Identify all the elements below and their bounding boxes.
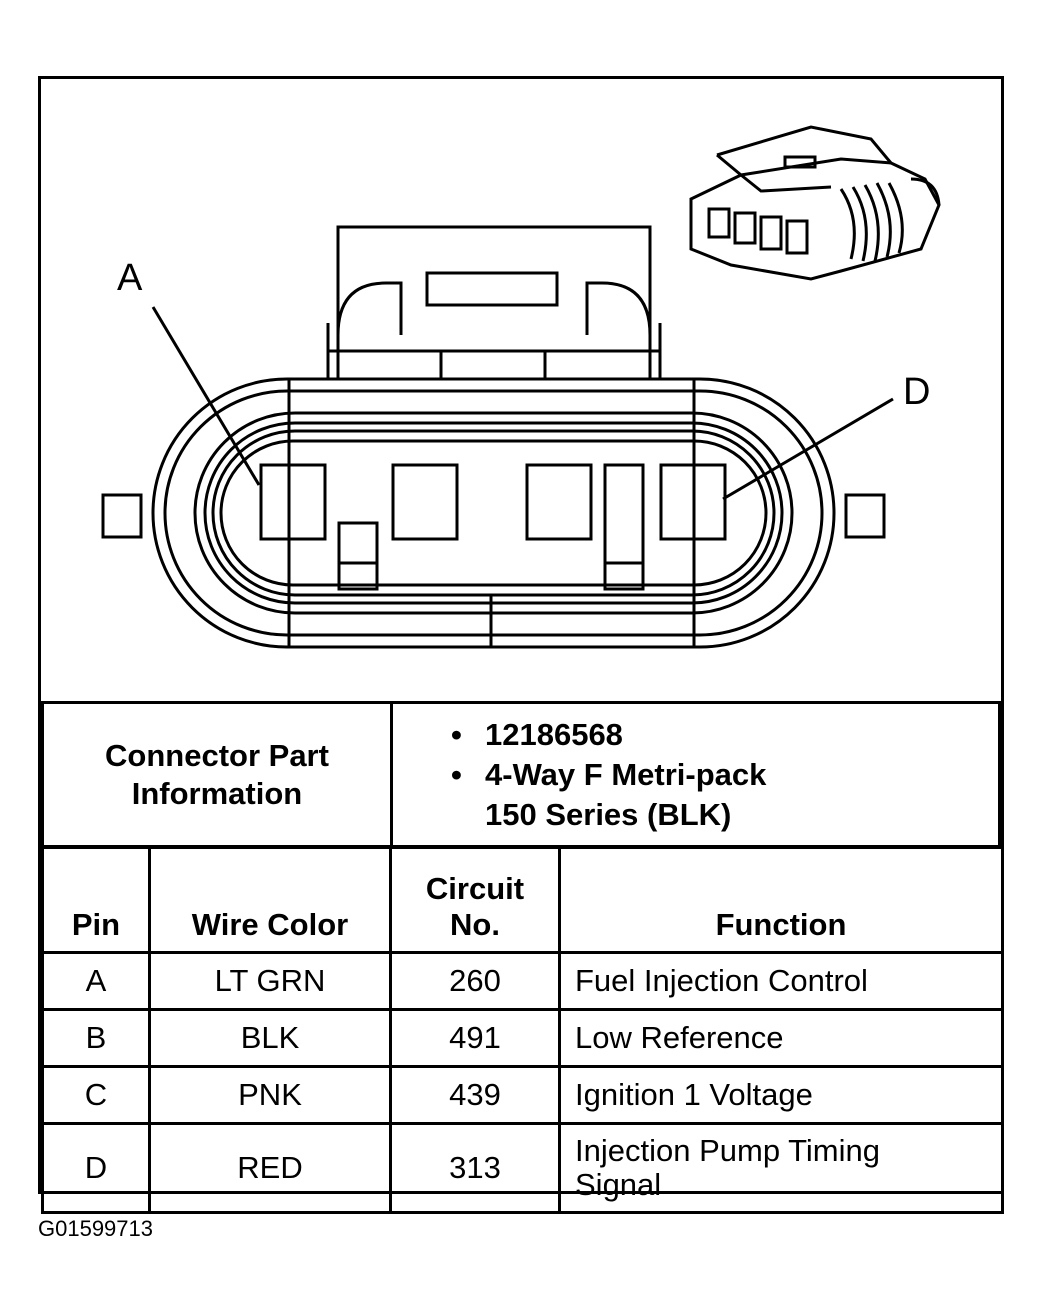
part-number-row: • 12186568 — [451, 715, 997, 755]
header-pin: Pin — [41, 845, 151, 954]
side-tab-right — [844, 493, 886, 539]
housing-ring-3 — [193, 411, 794, 615]
part-description-row: • 4-Way F Metri-pack 150 Series (BLK) — [451, 755, 997, 835]
cavity-c — [525, 463, 593, 541]
figure-id: G01599713 — [38, 1216, 153, 1241]
leader-line-a — [151, 306, 261, 486]
housing-outer — [151, 377, 836, 649]
part-number: 12186568 — [485, 717, 623, 752]
diagram-frame: A D Connector Part Information • 1218656… — [38, 76, 1004, 1214]
connector-face-view — [101, 125, 941, 649]
housing-ring-4 — [203, 421, 784, 605]
housing-ring-5 — [211, 429, 776, 597]
part-info-values: • 12186568 • 4-Way F Metri-pack 150 Seri… — [390, 701, 1001, 849]
leader-line-d — [722, 397, 894, 501]
side-tab-left — [101, 493, 143, 539]
latch-tab — [439, 349, 547, 381]
cavity-a — [259, 463, 327, 541]
part-description: 4-Way F Metri-pack 150 Series (BLK) — [485, 757, 767, 832]
latch-ear-left — [336, 281, 403, 336]
polarizing-key — [337, 521, 379, 591]
table-row: A LT GRN 260 Fuel Injection Control — [41, 951, 1004, 1011]
connector-drawing: A D — [41, 79, 1001, 701]
cavity-d — [659, 463, 727, 541]
pin-label-d: D — [903, 371, 931, 413]
latch-block — [336, 225, 652, 381]
header-circuit-no: Circuit No. — [389, 845, 561, 954]
header-wire-color: Wire Color — [148, 845, 392, 954]
part-info-title: Connector Part Information — [41, 701, 393, 849]
pin-table-header: Pin Wire Color Circuit No. Function — [41, 845, 1004, 954]
pin-assignment-table: Pin Wire Color Circuit No. Function A LT… — [41, 845, 1004, 1214]
housing-inner — [219, 439, 768, 587]
table-row: B BLK 491 Low Reference — [41, 1008, 1004, 1068]
header-function: Function — [558, 845, 1004, 954]
table-row: D RED 313 Injection Pump Timing Signal — [41, 1122, 1004, 1214]
key-slot — [603, 463, 645, 591]
latch-window — [425, 271, 559, 307]
pin-label-a: A — [117, 257, 143, 299]
connector-iso-view — [689, 125, 941, 281]
latch-ear-right — [585, 281, 652, 336]
connector-part-info-table: Connector Part Information • 12186568 • … — [41, 701, 1001, 849]
cavity-b — [391, 463, 459, 541]
table-row: C PNK 439 Ignition 1 Voltage — [41, 1065, 1004, 1125]
housing-ring-2 — [163, 389, 824, 637]
